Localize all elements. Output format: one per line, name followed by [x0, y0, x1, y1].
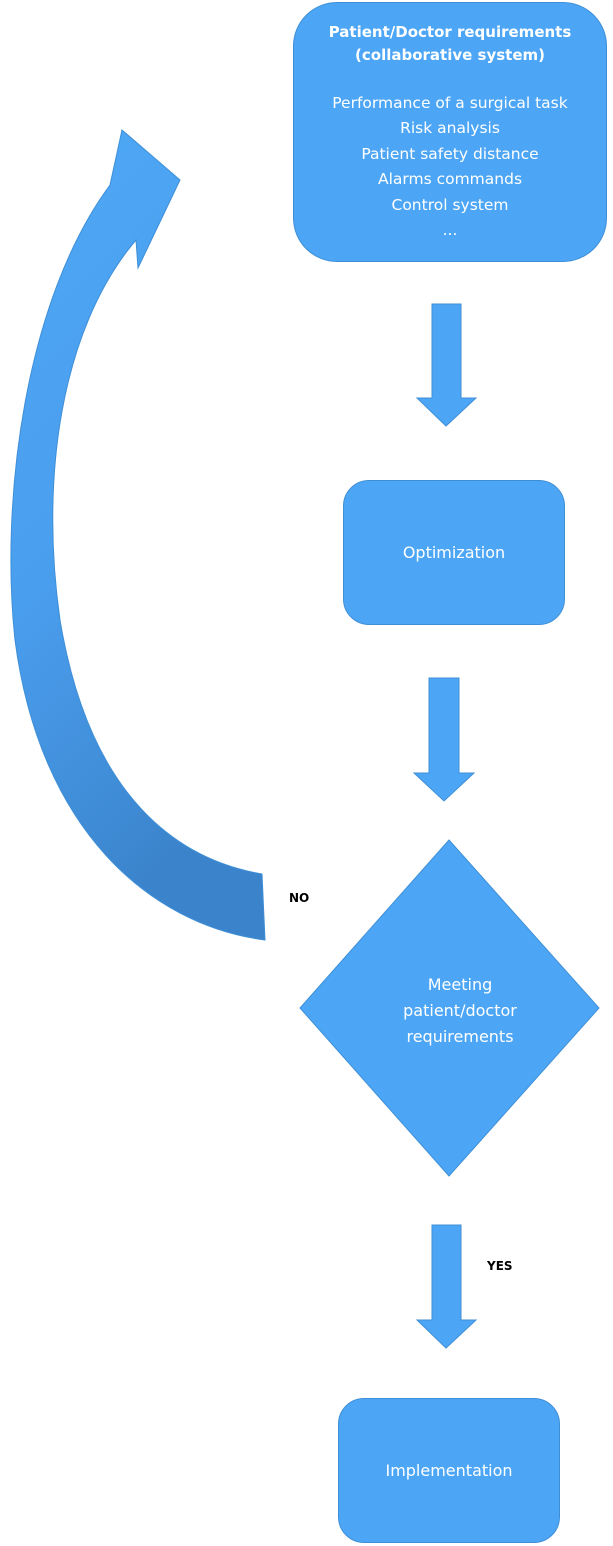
requirement-item: Alarms commands: [377, 170, 523, 188]
decision-diamond: [299, 839, 600, 1177]
arrow-down-2: [412, 677, 476, 802]
implementation-box: Implementation: [338, 1398, 560, 1543]
requirement-item: ...: [442, 221, 458, 239]
requirement-item: Performance of a surgical task: [332, 93, 568, 112]
requirements-title-line1: Patient/Doctor requirements: [328, 22, 572, 41]
optimization-box: Optimization: [343, 480, 565, 625]
requirement-item: Patient safety distance: [361, 144, 539, 163]
requirement-item: Control system: [391, 195, 509, 214]
decision-line1: Meeting: [427, 975, 493, 994]
optimization-label: Optimization: [402, 543, 506, 562]
requirements-title-line2: (collaborative system): [355, 45, 545, 64]
arrow-down-1: [415, 303, 478, 427]
no-branch-label: NO: [289, 891, 310, 905]
requirement-item: Risk analysis: [400, 119, 500, 137]
yes-branch-label: YES: [487, 1259, 513, 1273]
arrow-down-3: [415, 1224, 478, 1349]
loop-back-arrow: [10, 129, 266, 941]
decision-line2: patient/doctor: [403, 1001, 517, 1020]
decision-line3: requirements: [406, 1027, 514, 1046]
requirements-list: Performance of a surgical task Risk anal…: [332, 91, 567, 244]
implementation-label: Implementation: [385, 1461, 513, 1480]
requirements-box: Patient/Doctor requirements (collaborati…: [293, 2, 607, 262]
decision-label: Meeting patient/doctor requirements: [360, 972, 560, 1050]
requirements-title: Patient/Doctor requirements (collaborati…: [329, 21, 572, 67]
